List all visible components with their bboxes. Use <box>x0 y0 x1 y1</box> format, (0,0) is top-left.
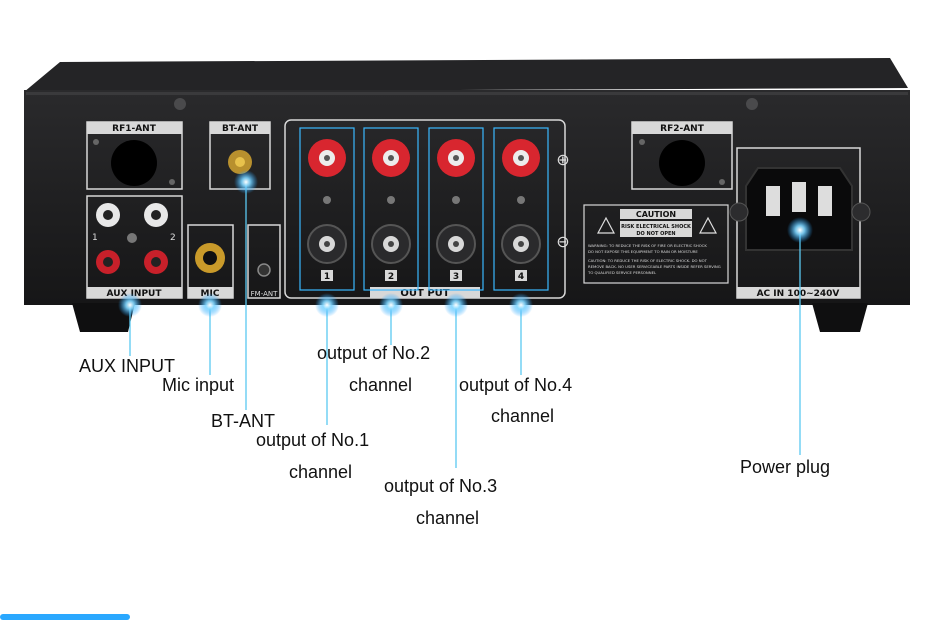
rca-red-right <box>144 250 168 274</box>
aux-ch2-label: 2 <box>170 233 176 243</box>
channel-number: 2 <box>388 272 394 282</box>
output-4-caption: output of No.4 <box>459 375 573 395</box>
power-plug-caption: Power plug <box>740 457 831 477</box>
caution-line: WARNING: TO REDUCE THE RISK OF FIRE OR E… <box>588 243 707 248</box>
channel-number: 4 <box>518 272 524 282</box>
bottom-accent-bar <box>0 614 130 620</box>
output-channel-1: 1 <box>299 127 355 291</box>
mic-input-caption: Mic input <box>162 375 235 395</box>
caution-line: DO NOT EXPOSE THIS EQUIPMENT TO RAIN OR … <box>588 249 698 254</box>
output-2-caption: output of No.2 <box>317 343 431 363</box>
output-3-caption: output of No.3 <box>384 476 498 496</box>
plus-icon: ⊕ <box>556 150 569 169</box>
rca-white-right <box>144 203 168 227</box>
output-channel-4: 4 <box>493 127 549 291</box>
caution-label: CAUTION RISK ELECTRICAL SHOCK DO NOT OPE… <box>583 204 729 284</box>
screw-icon <box>746 98 758 110</box>
output-4-caption-channel: channel <box>491 406 555 426</box>
output-panel-label: OUT PUT <box>400 288 449 299</box>
caution-sub2: DO NOT OPEN <box>636 231 675 237</box>
power-socket <box>729 167 871 251</box>
caution-title: CAUTION <box>636 210 676 219</box>
highlight-markers <box>118 170 813 317</box>
caution-sub1: RISK ELECTRICAL SHOCK <box>621 224 692 230</box>
exclamation-warning-icon <box>699 216 717 234</box>
rca-white-left <box>96 203 120 227</box>
channel-number: 3 <box>453 272 459 282</box>
foot-right <box>812 303 868 332</box>
rf2-socket <box>659 140 705 186</box>
output-1-caption-channel: channel <box>289 462 353 482</box>
rf2-ant-label: RF2-ANT <box>660 124 705 134</box>
rf1-ant-label: RF1-ANT <box>112 124 157 134</box>
caution-line: CAUTION: TO REDUCE THE RISK OF ELECTRIC … <box>588 258 708 263</box>
output-2-caption-channel: channel <box>349 375 413 395</box>
chassis-top <box>24 58 908 92</box>
bt-ant-label: BT-ANT <box>222 124 259 134</box>
screw-icon <box>174 98 186 110</box>
fm-ant-label: FM-ANT <box>251 290 278 298</box>
minus-icon: ⊖ <box>556 232 569 251</box>
rca-red-left <box>96 250 120 274</box>
caution-line: TO QUALIFIED SERVICE PERSONNEL <box>587 270 657 275</box>
rf1-socket <box>111 140 157 186</box>
ac-in-label: AC IN 100~240V <box>757 289 840 299</box>
caution-line: REMOVE BACK. NO USER SERVICEABLE PARTS I… <box>588 264 721 269</box>
bt-ant-caption: BT-ANT <box>211 411 276 431</box>
lightning-warning-icon <box>597 216 615 234</box>
channel-number: 1 <box>324 272 330 282</box>
output-channel-3: 3 <box>428 127 484 291</box>
output-channel-2: 2 <box>363 127 419 291</box>
fm-ant-box <box>247 224 281 299</box>
output-1-caption: output of No.1 <box>256 430 370 450</box>
fm-jack <box>257 263 271 277</box>
aux-input-caption: AUX INPUT <box>79 356 176 376</box>
output-3-caption-channel: channel <box>416 508 480 528</box>
aux-ch1-label: 1 <box>92 233 98 243</box>
